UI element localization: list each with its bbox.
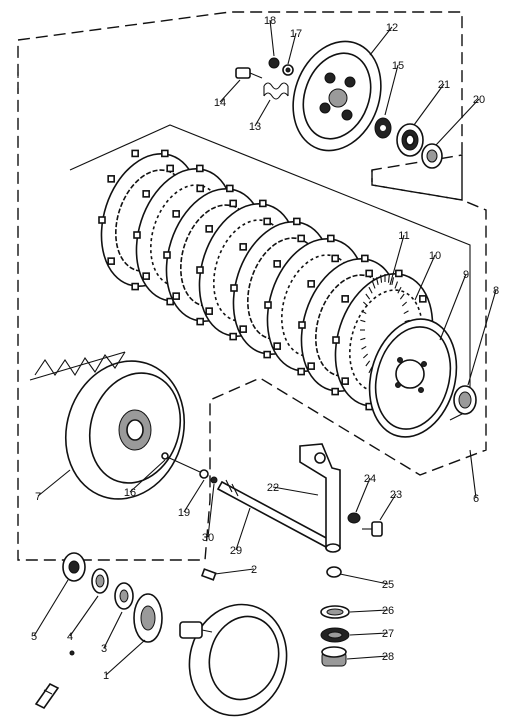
callout-p8: 8 <box>493 285 499 297</box>
leader-line-p9 <box>439 273 467 341</box>
push-lever-22 <box>299 443 341 553</box>
callout-p28: 28 <box>382 651 394 663</box>
clutch-housing <box>29 351 186 500</box>
front-arrow-icon <box>34 682 60 710</box>
leader-line-p29 <box>235 507 251 551</box>
primary-drive-gear-1 <box>133 593 163 643</box>
leader-line-p22 <box>272 486 319 496</box>
callout-p18: 18 <box>264 15 276 27</box>
callout-p1: 1 <box>103 670 109 682</box>
key-2 <box>200 568 217 581</box>
circlip-4 <box>69 568 109 656</box>
washer-15 <box>374 117 392 139</box>
circlip-8 <box>453 385 477 415</box>
leader-line-p25 <box>339 573 389 585</box>
leader-line-p28 <box>346 655 389 660</box>
callout-p7: 7 <box>35 491 41 503</box>
washer-27 <box>320 627 350 643</box>
callout-p9: 9 <box>463 269 469 281</box>
spring-13 <box>263 82 289 100</box>
leader-line-p14 <box>219 79 241 103</box>
callout-p2: 2 <box>251 564 257 576</box>
bearing-28 <box>321 646 347 667</box>
plate-group-bracket <box>69 124 471 250</box>
callout-p23: 23 <box>390 489 402 501</box>
bolt-14 <box>235 67 263 79</box>
callout-p11: 11 <box>398 230 409 242</box>
leader-line-p23 <box>379 493 397 521</box>
leader-line-p27 <box>349 632 389 636</box>
leader-line-p3 <box>103 611 123 649</box>
upper-subassembly-boundary <box>371 170 463 201</box>
callout-p27: 27 <box>382 628 394 640</box>
leader-line-p17 <box>287 32 297 65</box>
callout-p12: 12 <box>386 22 398 34</box>
callout-p19: 19 <box>178 507 190 519</box>
pressure-disc-9 <box>368 318 458 438</box>
assembly-boundary <box>17 11 487 561</box>
leader-line-p24 <box>355 477 371 513</box>
callout-p25: 25 <box>382 579 394 591</box>
leader-line-p8 <box>467 289 497 386</box>
callout-p15: 15 <box>392 60 404 72</box>
leader-line-p2 <box>214 568 255 575</box>
leader-line-p20 <box>435 98 480 146</box>
leader-line-p19 <box>183 479 205 513</box>
crank-cover <box>179 603 288 717</box>
circlip-20 <box>421 143 443 169</box>
leader-line-p26 <box>349 609 389 613</box>
callout-p5: 5 <box>31 631 37 643</box>
callout-p20: 20 <box>473 94 485 106</box>
leader-line-p4 <box>69 595 99 637</box>
leader-line-p6 <box>469 449 477 499</box>
callout-p21: 21 <box>438 79 450 91</box>
leader-line-p21 <box>413 83 445 126</box>
leader-line-p13 <box>254 99 271 127</box>
washer-5 <box>62 552 86 582</box>
leader-line-p11 <box>389 234 405 286</box>
callout-p6: 6 <box>473 493 479 505</box>
seal-30 <box>210 476 218 484</box>
pressure-plate <box>292 40 382 152</box>
callout-p26: 26 <box>382 605 394 617</box>
callout-p30: 30 <box>202 532 214 544</box>
leader-line-p16 <box>129 459 166 493</box>
callout-p22: 22 <box>267 482 279 494</box>
callout-p3: 3 <box>101 643 107 655</box>
leader-lines <box>33 19 497 676</box>
circlip-26 <box>320 605 350 619</box>
leader-line-p7 <box>37 469 71 497</box>
push-rod-16 <box>161 452 201 473</box>
clip-25 <box>326 566 342 578</box>
washer-17 <box>282 64 294 76</box>
ball-19 <box>199 469 209 479</box>
leader-line-p15 <box>384 64 399 116</box>
callout-p17: 17 <box>290 28 302 40</box>
nut-18 <box>268 57 280 69</box>
washer-24 <box>347 512 361 524</box>
callout-p24: 24 <box>364 473 376 485</box>
clutch-plate-stack <box>98 149 436 411</box>
callout-p16: 16 <box>124 487 136 499</box>
leader-line-p5 <box>33 579 69 637</box>
screw-23 <box>362 521 383 537</box>
callout-p29: 29 <box>230 545 242 557</box>
leader-line-p10 <box>414 254 436 301</box>
leader-line-p12 <box>369 26 393 56</box>
callout-p14: 14 <box>214 97 226 109</box>
bearing-21 <box>396 123 424 157</box>
callout-p4: 4 <box>67 631 73 643</box>
washer-3 <box>114 582 134 610</box>
part-callouts: 1234567891011121314151617181920212223242… <box>31 15 499 682</box>
leader-line-p1 <box>105 639 146 676</box>
leader-line-p30 <box>207 483 215 538</box>
leader-line-p18 <box>269 19 275 57</box>
callout-p10: 10 <box>429 250 441 262</box>
callout-p13: 13 <box>249 121 261 133</box>
